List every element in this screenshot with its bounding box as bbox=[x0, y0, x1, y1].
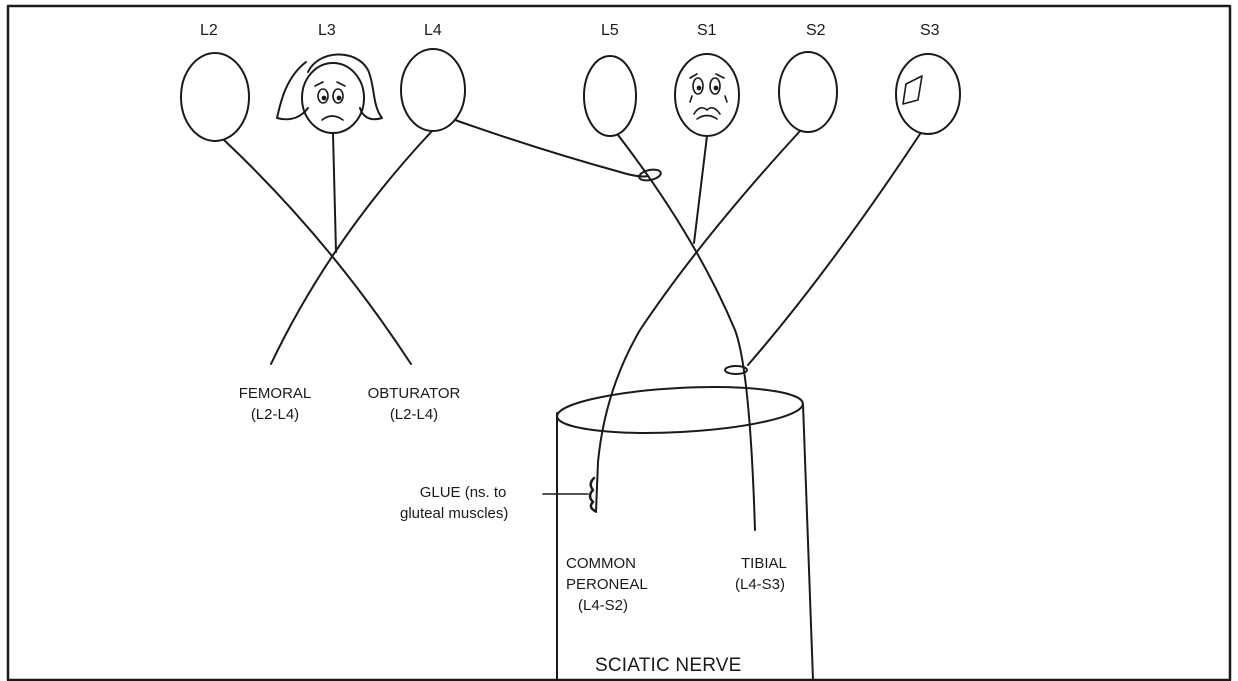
diagram-frame bbox=[6, 4, 1232, 681]
tibial-range: (L4-S3) bbox=[735, 576, 786, 593]
nerve-s3-to-tibial bbox=[747, 133, 921, 366]
nerve-s1-stem bbox=[693, 135, 708, 244]
root-head-s2 bbox=[778, 51, 838, 133]
tibial-name: TIBIAL bbox=[741, 555, 787, 572]
root-label-s2: S2 bbox=[806, 22, 826, 39]
obturator-range: (L2-L4) bbox=[389, 406, 439, 423]
common-peroneal-label: COMMON PERONEAL (L4-S2) bbox=[566, 553, 648, 616]
root-s3-bandage-icon bbox=[902, 75, 923, 105]
glue-line2: gluteal muscles) bbox=[400, 505, 509, 522]
root-l3-hair bbox=[276, 53, 383, 121]
root-head-s1 bbox=[674, 53, 740, 137]
glue-branch-knot bbox=[588, 476, 597, 513]
sciatic-nerve-cylinder-right-side bbox=[802, 403, 814, 681]
femoral-label: FEMORAL (L2-L4) bbox=[228, 383, 322, 425]
common-peroneal-range: (L4-S2) bbox=[578, 597, 629, 614]
obturator-label: OBTURATOR (L2-L4) bbox=[358, 383, 470, 425]
root-head-l4 bbox=[400, 48, 466, 132]
nerve-l3-stem bbox=[332, 132, 337, 253]
root-label-l5: L5 bbox=[601, 22, 619, 39]
nerve-l4-to-sciatic bbox=[454, 119, 649, 178]
femoral-range: (L2-L4) bbox=[250, 406, 300, 423]
nerve-s2-to-peroneal bbox=[597, 130, 801, 463]
tibial-label: TIBIAL (L4-S3) bbox=[735, 553, 787, 595]
root-label-l3: L3 bbox=[318, 22, 336, 39]
glue-label: GLUE (ns. to gluteal muscles) bbox=[400, 482, 508, 524]
nerve-l2-to-obturator bbox=[223, 139, 412, 365]
root-head-l5 bbox=[583, 55, 637, 137]
root-l3-worried-face-icon bbox=[314, 81, 346, 121]
root-label-s3: S3 bbox=[920, 22, 940, 39]
root-label-s1: S1 bbox=[697, 22, 717, 39]
root-label-l4: L4 bbox=[424, 22, 442, 39]
common-peroneal-line2: PERONEAL bbox=[566, 576, 648, 593]
root-head-l2 bbox=[180, 52, 250, 142]
nerve-peroneal-lower bbox=[595, 461, 599, 513]
nerve-s3-junction-ring bbox=[724, 365, 748, 375]
root-label-l2: L2 bbox=[200, 22, 218, 39]
sciatic-nerve-cylinder-top bbox=[556, 386, 804, 434]
nerve-l5-to-tibial bbox=[617, 134, 756, 531]
nerve-l4-to-femoral bbox=[270, 130, 433, 365]
femoral-name: FEMORAL bbox=[238, 385, 312, 402]
sciatic-nerve-label: SCIATIC NERVE bbox=[595, 655, 742, 676]
common-peroneal-line1: COMMON bbox=[566, 555, 636, 572]
root-head-s3 bbox=[895, 53, 961, 135]
glue-line1: GLUE (ns. to bbox=[419, 484, 507, 501]
root-s1-crying-face-icon bbox=[689, 73, 728, 120]
obturator-name: OBTURATOR bbox=[367, 385, 461, 402]
